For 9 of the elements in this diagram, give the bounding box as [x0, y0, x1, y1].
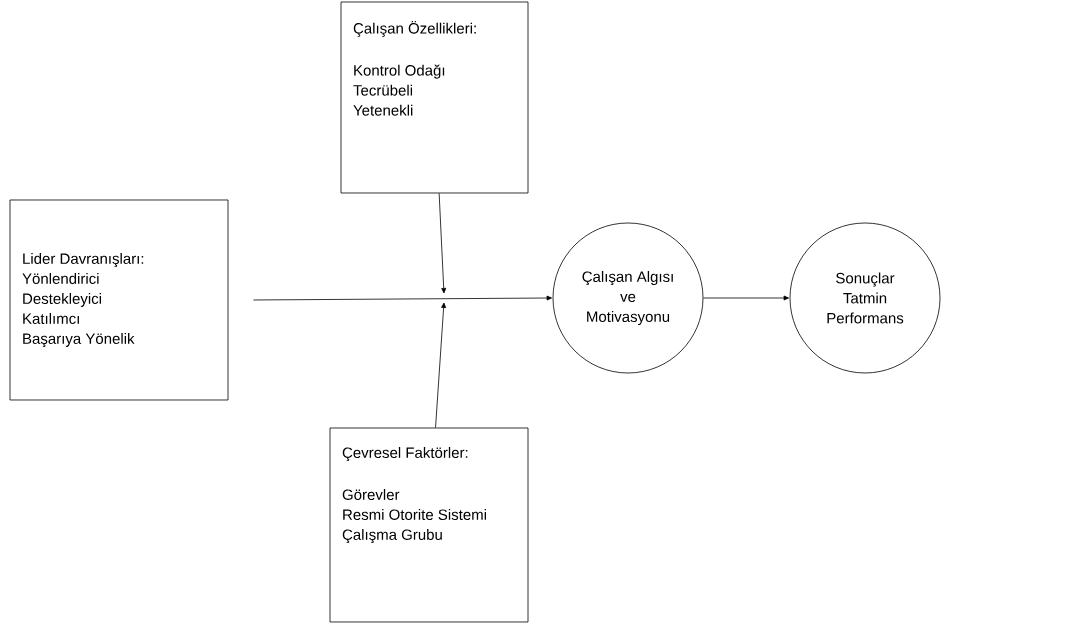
circle-node: Çalışan Algısı ve Motivasyonu [552, 222, 704, 374]
arrow [435, 302, 447, 428]
text-box: Lider Davranışları: Yönlendirici Destekleyici Katılımcı Başarıya Yönelik [9, 199, 229, 401]
arrow [703, 295, 789, 301]
circle-node: Sonuçlar Tatmin Performans [789, 222, 941, 374]
arrow [253, 295, 552, 301]
text-box: Çevresel Faktörler: Görevler Resmi Otorite Sistemi Çalışma Grubu [329, 427, 529, 623]
text-box: Çalışan Özellikleri: Kontrol Odağı Tecrübeli Yetenekli [340, 1, 529, 194]
arrow [438, 193, 447, 294]
